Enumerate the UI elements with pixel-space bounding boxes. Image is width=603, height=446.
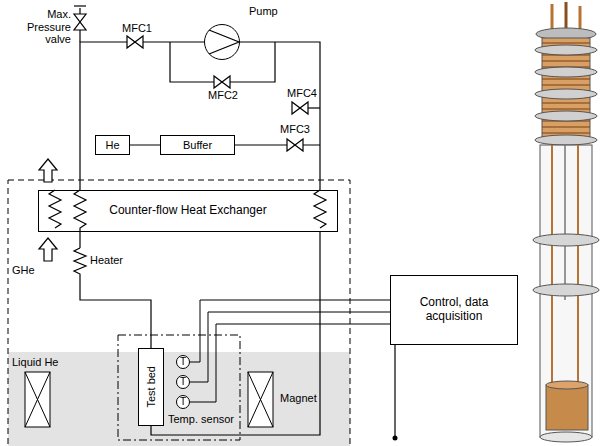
flow-label: GHe: [12, 264, 35, 277]
buffer-box: Buffer: [160, 135, 235, 155]
layout-stroke: [235, 144, 320, 145]
layout-stroke: [564, 145, 566, 300]
control-box: Control, data acquisition: [390, 275, 518, 345]
node-text: Test bed: [145, 366, 158, 408]
layout-stroke: [533, 234, 599, 246]
layout-stroke: [393, 436, 398, 441]
temp-sensor: T: [176, 355, 190, 369]
layout-stroke: [394, 345, 395, 437]
valve-label: MFC4: [287, 87, 317, 100]
connector-line: [130, 145, 160, 146]
layout-stroke: [74, 5, 86, 6]
layout-stroke: [314, 190, 326, 228]
layout-stroke: [74, 190, 86, 248]
layout-stroke: [74, 14, 86, 30]
layout-stroke: [533, 2, 599, 442]
layout-stroke: [240, 42, 320, 190]
layout-stroke: [25, 372, 50, 427]
heat-exchanger-box: Counter-flow Heat Exchanger: [38, 190, 338, 232]
layout-stroke: [25, 372, 50, 427]
temp-sensor: T: [176, 395, 190, 409]
node-text: He: [101, 139, 123, 152]
magnet-label: Magnet: [280, 392, 317, 405]
component-label: Pump: [249, 5, 278, 18]
valve-label: MFC3: [280, 123, 310, 136]
layout-stroke: [214, 76, 230, 88]
layout-stroke: [287, 139, 303, 151]
layout-stroke: [39, 238, 57, 261]
layout-stroke: [535, 89, 597, 99]
layout-stroke: [127, 36, 143, 48]
temp-sensor: T: [176, 375, 190, 389]
gas-supply-box: He: [95, 135, 130, 155]
layout-stroke: [535, 111, 597, 121]
heater-label: Heater: [90, 254, 123, 267]
connector-line: [190, 324, 390, 402]
layout-stroke: [74, 14, 308, 151]
test-bed-box: Test bed: [138, 348, 164, 426]
layout-stroke: [535, 45, 597, 55]
node-text: T: [180, 357, 186, 367]
connector-line: [190, 312, 390, 382]
valve-label: MFC2: [208, 89, 238, 102]
layout-stroke: [540, 432, 592, 442]
layout-stroke: [39, 159, 57, 261]
layout-stroke: [546, 385, 588, 430]
pump-symbol: Pump: [204, 24, 240, 60]
layout-stroke: [535, 135, 597, 145]
node-text: T: [180, 377, 186, 387]
layout-stroke: [248, 372, 273, 427]
sensor-label: Temp. sensor: [168, 413, 234, 426]
layout-stroke: [533, 284, 599, 296]
layout-stroke: [551, 145, 553, 385]
connector-line: [190, 300, 390, 362]
layout-stroke: [535, 67, 597, 77]
node-text: Control, data acquisition: [391, 296, 517, 324]
valve-label: Max. Pressure valve: [3, 8, 71, 46]
node-text: Buffer: [179, 139, 216, 152]
layout-stroke: [151, 232, 320, 435]
layout-stroke: [74, 248, 151, 348]
layout-stroke: [118, 335, 240, 440]
layout-stroke: [25, 372, 50, 427]
layout-stroke: [8, 180, 350, 446]
layout-stroke: [292, 102, 308, 114]
layout-stroke: [248, 372, 273, 427]
valve-label: MFC1: [122, 22, 152, 35]
layout-stroke: [49, 6, 395, 437]
layout-stroke: [8, 352, 350, 446]
layout-stroke: [209, 30, 239, 54]
layout-stroke: [39, 159, 57, 182]
node-text: T: [180, 397, 186, 407]
layout-stroke: [577, 145, 579, 385]
layout-stroke: [248, 372, 273, 427]
layout-stroke: [49, 190, 61, 228]
layout-stroke: [80, 42, 204, 190]
node-text: Counter-flow Heat Exchanger: [105, 204, 270, 218]
region-label: Liquid He: [12, 356, 58, 369]
layout-stroke: [546, 381, 588, 389]
